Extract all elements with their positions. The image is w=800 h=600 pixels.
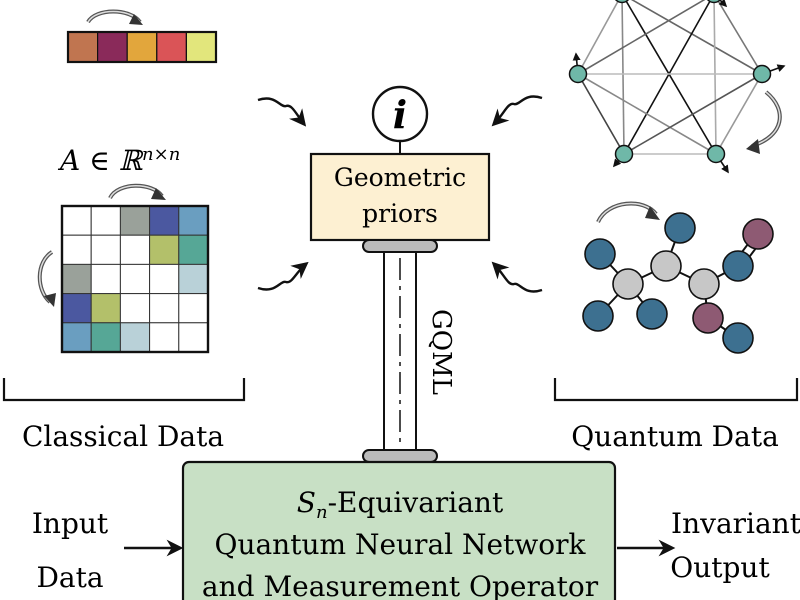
quantum-molecule [582, 201, 774, 354]
equivariant-line-3: and Measurement Operator [202, 570, 599, 600]
matrix-cell [178, 205, 209, 236]
molecule-atom [692, 302, 724, 334]
output-line-1: Invariant [671, 507, 800, 540]
wavy-arrows [257, 95, 543, 293]
classical-bracket [2, 378, 246, 402]
matrix-cell [178, 293, 209, 324]
matrix-permute-arrow-icon [108, 183, 166, 200]
matrix-cell [149, 205, 180, 236]
quantum-graph [568, 0, 786, 174]
matrix-cell [90, 293, 121, 324]
equivariant-qnn-box: Sn-Equivariant Quantum Neural Network an… [181, 460, 617, 600]
color-bar-cell [67, 31, 99, 63]
matrix-label: A ∈ ℝn×n [57, 144, 180, 177]
matrix-cell [149, 322, 180, 353]
molecule-atom [650, 250, 682, 282]
wavy-arrow-top-left [257, 97, 307, 127]
matrix-cell [119, 293, 151, 324]
output-line-2: Output [670, 551, 770, 584]
priors-line-1: Geometric [334, 163, 466, 192]
matrix-cell [90, 234, 121, 265]
matrix-side-permute-arrow-icon [37, 250, 56, 307]
molecule-atom [584, 238, 616, 270]
graph-node [706, 144, 726, 164]
graph-node [568, 64, 588, 84]
molecule-atom [612, 268, 644, 300]
molecule-permute-arrow-icon [596, 201, 660, 224]
matrix-cell [149, 234, 180, 265]
matrix-cell [119, 322, 151, 353]
color-bar [66, 30, 218, 64]
color-bar-cell [96, 31, 128, 63]
matrix-cell [178, 263, 209, 295]
wavy-arrow-bottom-left [257, 261, 309, 291]
quantum-bracket [553, 378, 799, 402]
matrix-cell [90, 322, 121, 353]
adjacency-matrix-group: A ∈ ℝn×n [37, 144, 210, 354]
matrix-cell [61, 263, 92, 295]
input-line-2: Data [36, 561, 103, 594]
equivariant-line-1: Sn-Equivariant [297, 486, 504, 523]
graph-node [614, 144, 634, 164]
molecule-atom [742, 218, 774, 250]
graph-node [752, 64, 772, 84]
color-bar-cell [185, 31, 217, 63]
info-icon [371, 85, 429, 143]
graph-node [614, 0, 630, 4]
molecule-atom [722, 250, 754, 282]
molecule-atom [582, 300, 614, 332]
info-badge: i [371, 85, 429, 154]
matrix-cell [61, 234, 92, 265]
matrix-cell [119, 205, 151, 236]
input-line-1: Input [32, 507, 109, 540]
matrix [60, 204, 210, 354]
gqml-label: GQML [426, 309, 456, 395]
molecule-atoms [582, 212, 774, 354]
wavy-arrow-top-right [491, 95, 543, 127]
color-bar-cell [126, 31, 158, 63]
molecule-atom [636, 298, 668, 330]
graph-edges [577, 0, 763, 155]
gqml-pillar: GQML [362, 239, 456, 463]
graph-node [706, 0, 722, 4]
geometric-priors-box: Geometric priors [309, 152, 491, 242]
wavy-arrow-bottom-right [491, 261, 543, 293]
matrix-cell [149, 293, 180, 324]
molecule-atom [664, 212, 696, 244]
matrix-cell [61, 205, 92, 236]
matrix-cell [61, 293, 92, 324]
graph-nodes [568, 0, 772, 164]
matrix-cell [119, 234, 151, 265]
svg-text:i: i [393, 92, 407, 137]
classical-data-label: Classical Data [22, 420, 224, 453]
matrix-cell [178, 322, 209, 353]
equivariant-line-2: Quantum Neural Network [215, 528, 587, 561]
matrix-cell [90, 263, 121, 295]
matrix-cell [178, 234, 209, 265]
matrix-cell [119, 263, 151, 295]
matrix-cell [90, 205, 121, 236]
molecule-atom [722, 322, 754, 354]
molecule-atom [688, 268, 720, 300]
color-bar-group [66, 9, 218, 64]
matrix-cell [61, 322, 92, 353]
matrix-cell [149, 263, 180, 295]
quantum-data-label: Quantum Data [571, 420, 779, 453]
graph-permute-arrow-icon [746, 90, 782, 154]
color-bar-cell [156, 31, 188, 63]
priors-line-2: priors [362, 199, 438, 228]
